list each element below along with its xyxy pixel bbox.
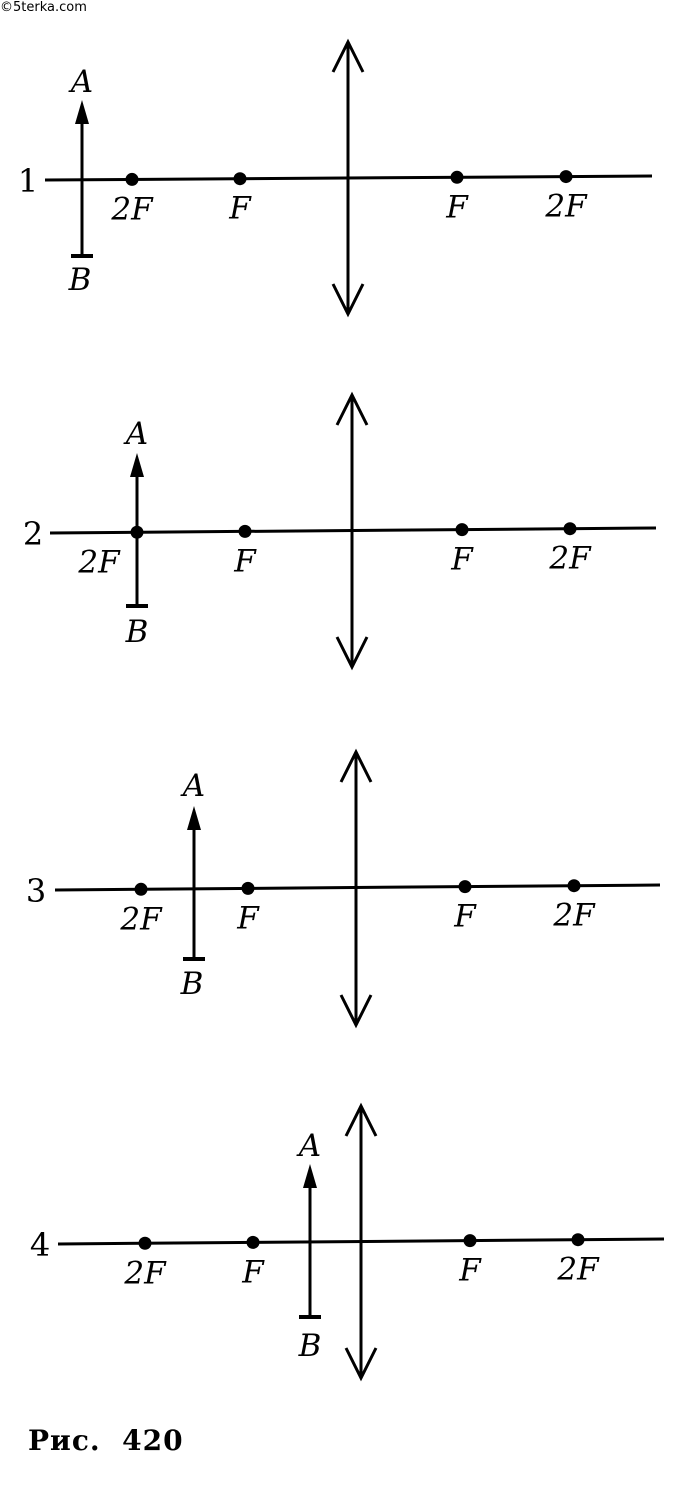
point-f-right-label: F xyxy=(445,189,469,225)
lens-bottom-arrowhead xyxy=(331,283,365,318)
point-f-right xyxy=(450,170,464,184)
label-a: A xyxy=(180,768,205,804)
point-f-right xyxy=(463,1234,477,1248)
point-f-left xyxy=(233,172,247,186)
point-2f-left-label: 2F xyxy=(110,191,154,227)
point-f-right-label: F xyxy=(453,899,477,935)
point-f-left-label: F xyxy=(233,543,257,579)
figure-caption: Рис. 420 xyxy=(28,1424,184,1457)
label-b: B xyxy=(298,1328,322,1364)
lens-bottom-arrowhead xyxy=(344,1347,378,1382)
object-arrowhead xyxy=(303,1164,317,1188)
point-2f-left xyxy=(138,1236,152,1250)
label-b: B xyxy=(68,262,92,298)
point-2f-left-label: 2F xyxy=(123,1255,167,1291)
point-2f-right-label: 2F xyxy=(548,541,592,577)
lens-top-arrowhead xyxy=(339,748,373,783)
point-2f-right-label: 2F xyxy=(544,189,588,225)
point-2f-left-label: 2F xyxy=(77,544,121,580)
label-a: A xyxy=(68,64,93,100)
label-b: B xyxy=(125,614,149,650)
point-f-left-label: F xyxy=(241,1254,265,1290)
point-f-left xyxy=(241,881,255,895)
object-arrowhead xyxy=(75,100,89,124)
label-a: A xyxy=(296,1128,321,1164)
point-2f-right-label: 2F xyxy=(552,898,596,934)
point-2f-right xyxy=(559,170,573,184)
point-2f-left xyxy=(134,882,148,896)
lens-bottom-arrowhead xyxy=(335,636,369,671)
object-arrowhead xyxy=(130,453,144,477)
point-2f-right xyxy=(567,879,581,893)
point-f-right-label: F xyxy=(450,542,474,578)
point-f-left-label: F xyxy=(236,900,260,936)
object-arrowhead xyxy=(187,806,201,830)
point-f-right xyxy=(455,523,469,537)
point-2f-left-label: 2F xyxy=(119,901,163,937)
point-f-left-label: F xyxy=(228,191,252,227)
lens-top-arrowhead xyxy=(344,1102,378,1137)
point-f-left xyxy=(246,1235,260,1249)
watermark: ©5terka.com xyxy=(0,0,87,15)
diagram-number: 2 xyxy=(23,515,43,553)
point-2f-left xyxy=(125,172,139,186)
point-f-right-label: F xyxy=(458,1253,482,1289)
point-f-right xyxy=(458,880,472,894)
lens-top-arrowhead xyxy=(335,391,369,426)
lens-bottom-arrowhead xyxy=(339,994,373,1029)
point-f-left xyxy=(238,524,252,538)
diagram-number: 1 xyxy=(18,162,38,200)
point-2f-right-label: 2F xyxy=(556,1252,600,1288)
label-b: B xyxy=(180,966,204,1002)
label-a: A xyxy=(123,416,148,452)
diagram-number: 4 xyxy=(30,1226,50,1264)
diagram-number: 3 xyxy=(26,872,46,910)
point-2f-right xyxy=(563,522,577,536)
lens-top-arrowhead xyxy=(331,38,365,73)
point-2f-right xyxy=(571,1233,585,1247)
